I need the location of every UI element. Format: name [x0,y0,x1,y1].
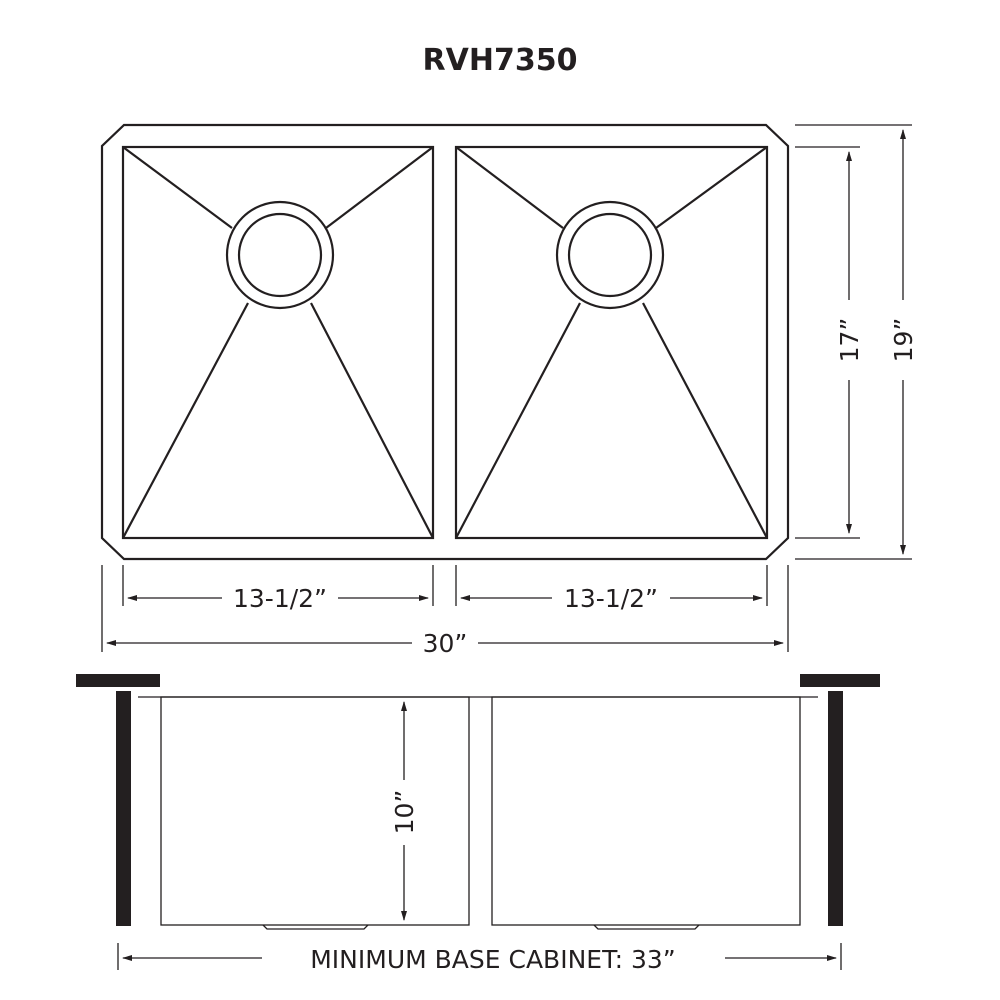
right-countertop [800,674,880,687]
sink-top-view [100,123,790,561]
sink-rim-outline [100,123,790,561]
model-title: RVH7350 [423,43,578,78]
drain-icon [555,200,665,310]
left-countertop [76,674,160,687]
right-bowl [454,145,769,540]
left-bowl-width-label: 13-1/2” [233,584,327,613]
left-bowl-side [160,696,470,926]
right-bowl-side [491,696,801,926]
left-bowl [121,145,435,540]
bowl-length-label: 17” [835,318,864,363]
overall-width-label: 30” [423,629,468,658]
overall-length-label: 19” [889,318,918,363]
drain-icon [225,200,335,310]
left-cabinet-wall [116,691,131,926]
right-cabinet-wall [828,691,843,926]
length-dimensions: 17” 19” [795,124,918,560]
width-dimensions: 13-1/2” 13-1/2” 30” [101,565,789,658]
minimum-cabinet-label: MINIMUM BASE CABINET: 33” [310,945,676,974]
sink-side-view: 10” MINIMUM BASE CABINET: 33” [76,674,880,974]
right-bowl-width-label: 13-1/2” [564,584,658,613]
depth-label: 10” [390,790,419,835]
